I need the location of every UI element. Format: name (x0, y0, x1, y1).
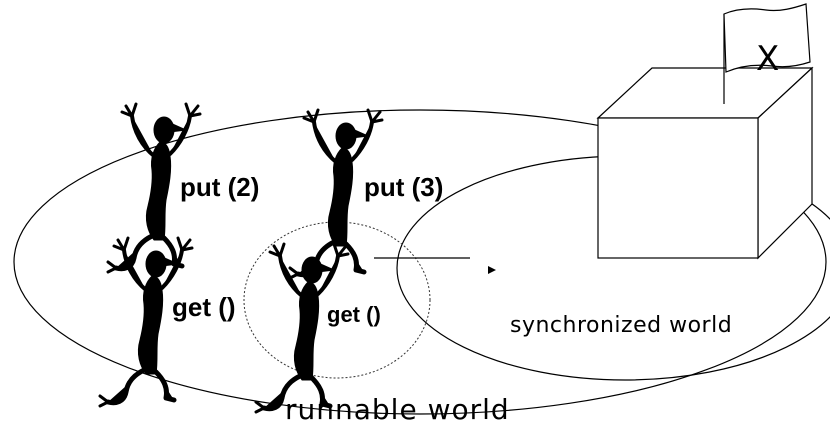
runnable-world-label: runnable world (285, 393, 510, 423)
entering-thread-circle (243, 221, 431, 379)
thread-label-get-1: get () (172, 292, 236, 322)
synchronized-world-label: synchronized world (510, 313, 732, 338)
thread-label-put-3: put (3) (364, 172, 443, 202)
thread-figure-get-2 (256, 244, 348, 412)
flag-value: X (756, 39, 779, 79)
thread-label-put-2: put (2) (180, 172, 259, 202)
runnable-world-ellipse (13, 109, 827, 415)
thread-figure-get-1 (100, 238, 192, 406)
enter-arrow (374, 257, 496, 274)
lock-flag (723, 3, 811, 104)
monitor-box (596, 66, 814, 260)
thread-label-get-2: get () (327, 302, 381, 327)
